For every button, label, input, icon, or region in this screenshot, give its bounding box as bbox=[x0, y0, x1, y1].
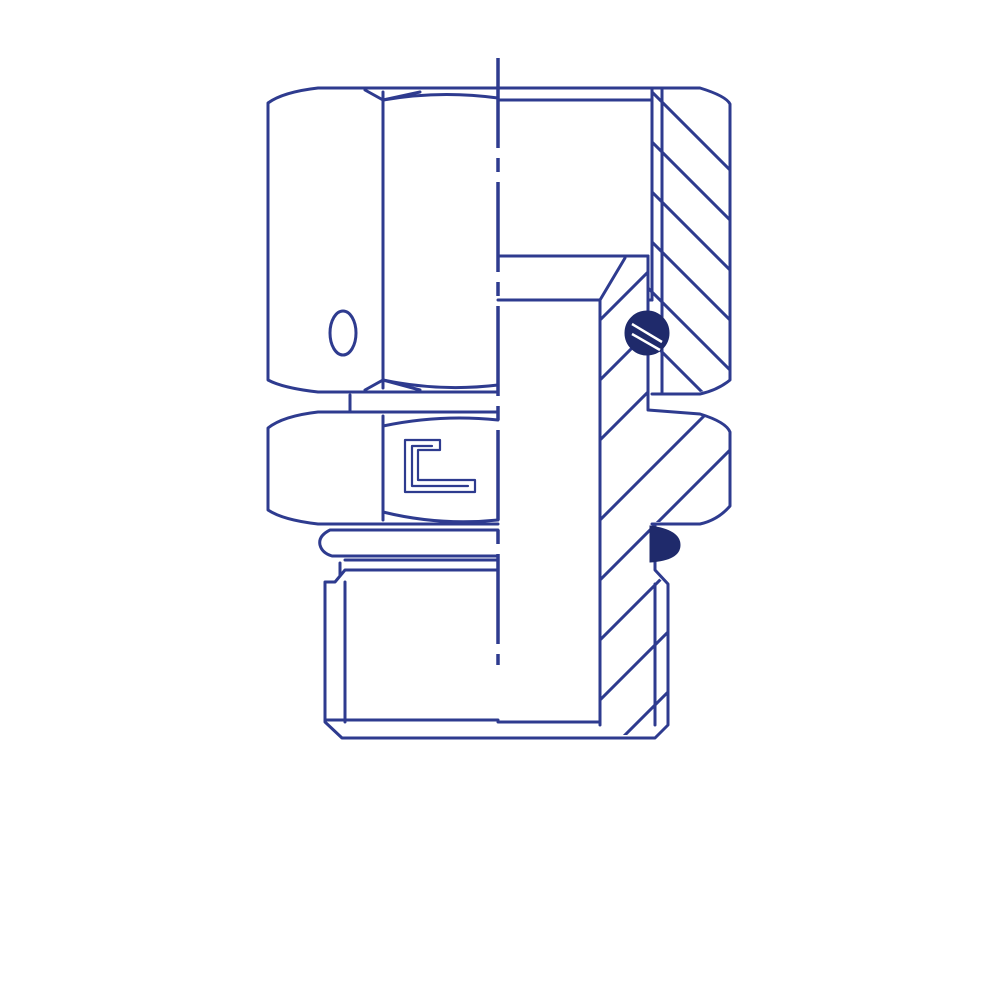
swivel-nut-hatching bbox=[648, 90, 730, 392]
swivel-nut bbox=[266, 86, 500, 394]
nut-engraving-o bbox=[328, 309, 358, 357]
hex-body-hatching bbox=[600, 258, 730, 735]
manufacturer-logo-mark bbox=[403, 438, 477, 494]
o-ring-stud bbox=[649, 525, 681, 563]
hex-body-section bbox=[496, 254, 732, 740]
threaded-stud-end bbox=[318, 528, 500, 740]
hex-body bbox=[266, 390, 500, 526]
o-ring-nut bbox=[624, 310, 670, 356]
